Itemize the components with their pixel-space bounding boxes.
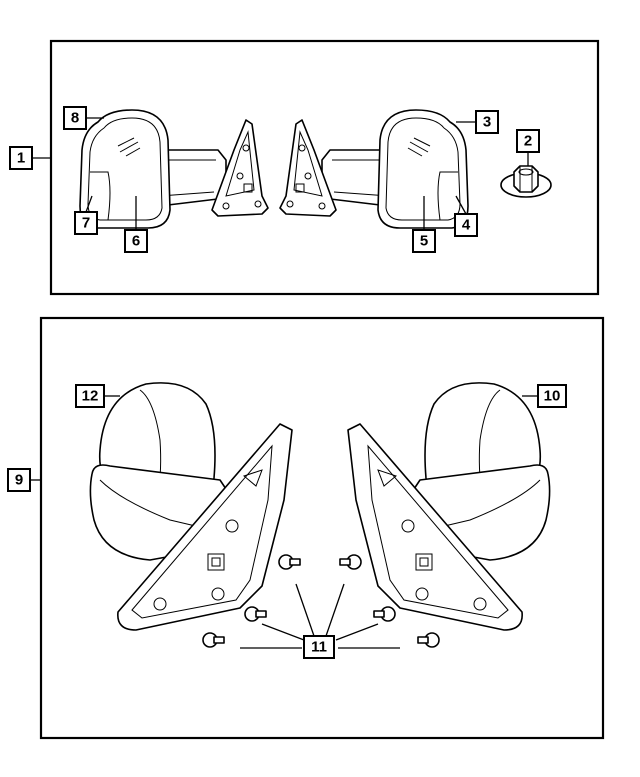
svg-text:8: 8 bbox=[71, 110, 79, 127]
callout-12: 12 bbox=[75, 384, 105, 408]
lower-leader-lines bbox=[30, 395, 538, 649]
hex-nut-icon bbox=[500, 165, 552, 198]
svg-text:9: 9 bbox=[15, 472, 23, 489]
svg-text:5: 5 bbox=[420, 233, 428, 250]
svg-text:1: 1 bbox=[17, 150, 25, 167]
bolt-icon bbox=[202, 554, 440, 648]
svg-text:4: 4 bbox=[462, 217, 471, 234]
callout-7: 7 bbox=[74, 211, 98, 235]
svg-text:10: 10 bbox=[544, 388, 561, 405]
callout-6: 6 bbox=[124, 229, 148, 253]
callout-3: 3 bbox=[475, 110, 499, 134]
upper-panel-frame bbox=[49, 39, 600, 296]
upper-leader-lines bbox=[32, 117, 529, 230]
svg-text:6: 6 bbox=[132, 233, 140, 250]
callout-8: 8 bbox=[63, 106, 87, 130]
right-mirror-housing-icon bbox=[347, 382, 551, 631]
lower-panel-frame bbox=[39, 316, 605, 740]
left-mirror-assembly-icon bbox=[79, 109, 269, 229]
left-mirror-housing-icon bbox=[89, 382, 293, 631]
svg-text:11: 11 bbox=[311, 639, 327, 656]
callout-10: 10 bbox=[537, 384, 567, 408]
callout-9: 9 bbox=[7, 468, 31, 492]
callout-11: 11 bbox=[303, 635, 335, 659]
callout-2: 2 bbox=[516, 129, 540, 153]
svg-text:7: 7 bbox=[82, 215, 90, 232]
callout-1: 1 bbox=[9, 146, 33, 170]
svg-text:2: 2 bbox=[524, 133, 532, 150]
callout-5: 5 bbox=[412, 229, 436, 253]
svg-text:12: 12 bbox=[82, 388, 99, 405]
callout-4: 4 bbox=[454, 213, 478, 237]
right-mirror-assembly-icon bbox=[279, 109, 469, 229]
svg-text:3: 3 bbox=[483, 114, 491, 131]
